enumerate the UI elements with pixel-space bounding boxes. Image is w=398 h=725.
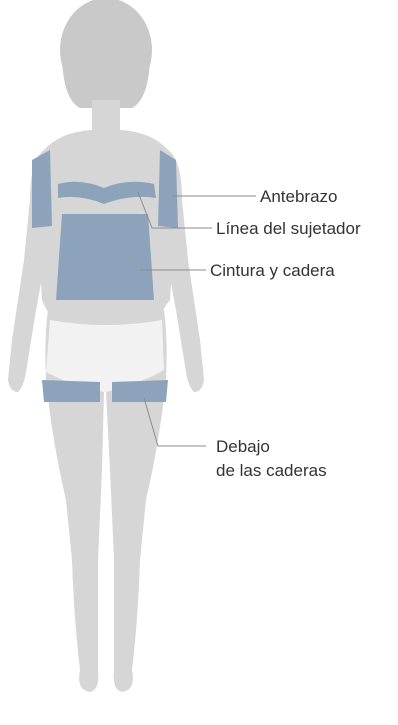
right-leg: [106, 380, 166, 692]
underwear: [46, 320, 164, 392]
zone-forearm-left: [32, 150, 52, 228]
label-bra-line: Línea del sujetador: [216, 219, 361, 238]
zone-below-hips-right: [112, 380, 168, 402]
leader-bra-line: [137, 191, 212, 229]
leader-below-hips: [143, 397, 206, 447]
label-below-hips-line2: de las caderas: [216, 461, 327, 480]
left-leg: [46, 380, 104, 692]
zone-forearm-right: [158, 150, 178, 228]
zone-bra-line: [58, 181, 156, 204]
label-forearm: Antebrazo: [260, 187, 338, 206]
label-below-hips-line1: Debajo: [216, 437, 270, 456]
hair-lower: [62, 60, 150, 108]
zone-below-hips-left: [42, 380, 100, 402]
zone-waist-hip: [56, 214, 154, 300]
label-waist-hip: Cintura y cadera: [210, 261, 335, 280]
